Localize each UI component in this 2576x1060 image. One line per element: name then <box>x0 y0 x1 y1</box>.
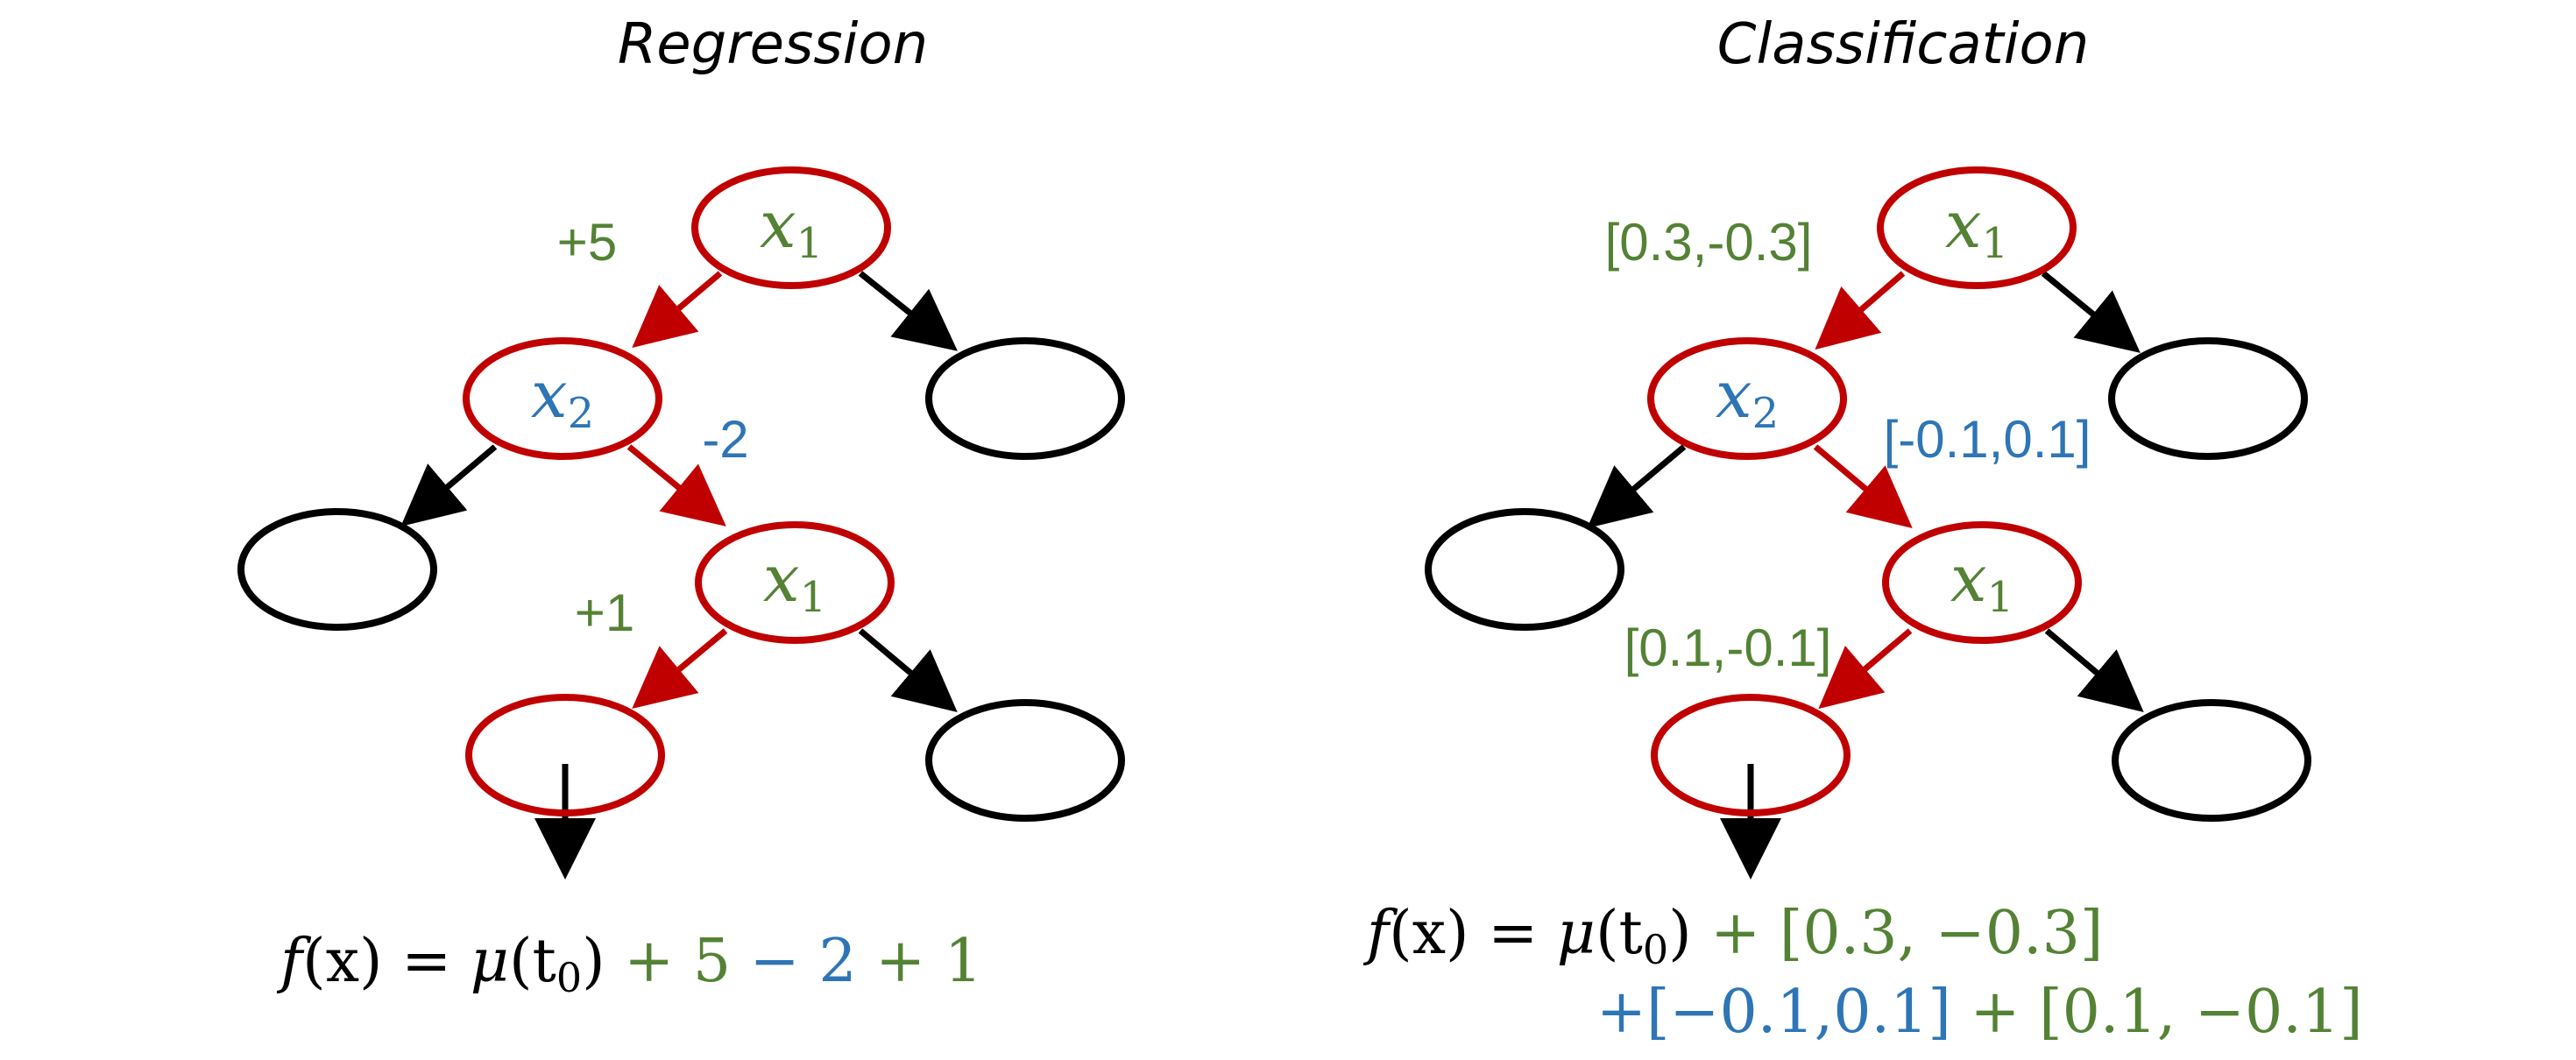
classification-edge-mid-right <box>2044 628 2144 713</box>
regression-title: Regression <box>618 12 928 77</box>
classification-edge-label-left-mid: [-0.1,0.1] <box>1884 410 2091 469</box>
classification-edge-left-leaf <box>1587 444 1687 529</box>
regression-node-right-leaf <box>925 337 1125 460</box>
classification-node-root <box>1877 166 2077 289</box>
classification-node-left <box>1647 337 1847 460</box>
classification-node-mid-right-leaf <box>2112 699 2311 822</box>
regression-edge-root-left <box>632 271 723 349</box>
regression-node-final-leaf <box>465 694 665 816</box>
regression-node-root-label: x1 <box>760 187 823 268</box>
classification-panel: Classification x1 x2 x1 [0.3,-0.3] [-0.1… <box>1362 12 2363 1047</box>
classification-node-mid <box>1882 521 2082 644</box>
regression-node-mid-right-leaf <box>925 699 1125 822</box>
regression-edge-mid-leaf <box>632 628 728 709</box>
regression-node-mid <box>695 521 895 644</box>
classification-formula-line2: +[−0.1,0.1] + [0.1, −0.1] <box>1596 978 2363 1047</box>
regression-edge-left-mid <box>626 444 726 526</box>
regression-formula: f(x) = μ(t0) + 5 − 2 + 1 <box>276 927 982 1001</box>
classification-title: Classification <box>1717 12 2090 77</box>
regression-edge-left-leaf <box>400 444 498 527</box>
classification-node-left-label: x2 <box>1716 357 1779 438</box>
regression-node-left-label: x2 <box>531 357 594 438</box>
regression-panel: Regression x1 x2 x1 +5 -2 +1 f(x) = μ(t0… <box>237 12 1125 1001</box>
regression-edge-mid-right <box>858 628 958 713</box>
classification-edge-left-mid <box>1813 444 1913 529</box>
classification-node-right-leaf <box>2108 337 2308 460</box>
regression-edge-label-root-left: +5 <box>557 213 617 272</box>
classification-node-final-leaf <box>1651 694 1851 816</box>
classification-edge-label-root-left: [0.3,-0.3] <box>1605 213 1813 272</box>
classification-node-mid-label: x1 <box>1950 541 2013 622</box>
regression-node-left-leaf <box>237 508 437 631</box>
classification-edge-root-right <box>2041 271 2141 353</box>
regression-edge-label-left-mid: -2 <box>702 410 748 469</box>
regression-node-root <box>691 166 891 289</box>
classification-edge-mid-leaf <box>1818 628 1913 710</box>
classification-node-root-label: x1 <box>1945 187 2008 268</box>
regression-node-left <box>463 337 662 460</box>
classification-node-left-leaf <box>1425 508 1624 631</box>
regression-edge-label-mid-leaf: +1 <box>575 583 634 642</box>
regression-edge-root-right <box>858 271 958 351</box>
classification-formula-line1: f(x) = μ(t0) + [0.3, −0.3] <box>1362 899 2103 973</box>
classification-edge-root-left <box>1815 271 1906 350</box>
regression-node-mid-label: x1 <box>763 541 826 622</box>
classification-edge-label-mid-leaf: [0.1,-0.1] <box>1624 618 1832 677</box>
